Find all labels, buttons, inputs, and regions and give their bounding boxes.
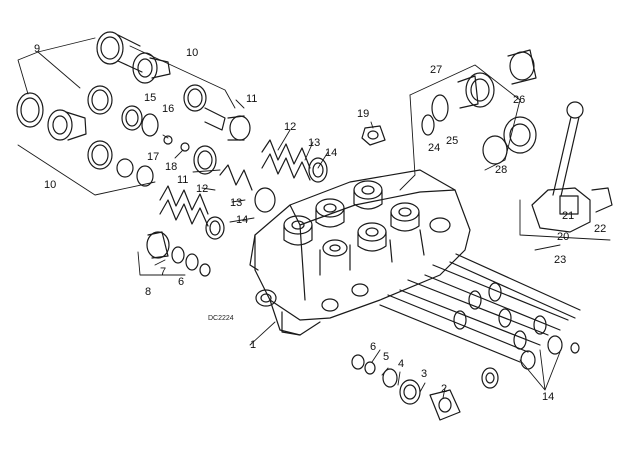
lower-relief-assembly	[16, 92, 217, 187]
callout-22: 22	[594, 223, 606, 235]
callout-6-lower: 6	[370, 341, 376, 353]
callout-20: 20	[557, 231, 569, 243]
callout-9: 9	[34, 43, 40, 55]
callout-labels: 1 2 3 4 5 6 6 7 8 9 10 10 11 11 12 12 13…	[34, 43, 606, 403]
callout-11-lower: 11	[177, 174, 188, 186]
callout-2: 2	[441, 383, 447, 395]
callout-14-upper: 14	[325, 147, 337, 159]
callout-19: 19	[357, 108, 369, 120]
callout-8: 8	[145, 286, 151, 298]
callout-27: 27	[430, 64, 442, 76]
callout-12-lower: 12	[196, 183, 208, 195]
upper-relief-assembly	[87, 31, 251, 141]
leader-lines	[17, 37, 611, 399]
callout-1: 1	[250, 339, 256, 351]
callout-14-middle: 14	[236, 214, 248, 226]
callout-11-upper: 11	[246, 93, 257, 105]
callout-12-upper: 12	[284, 121, 296, 133]
callout-26: 26	[513, 94, 525, 106]
callout-3: 3	[421, 368, 427, 380]
callout-28: 28	[495, 164, 507, 176]
callout-7: 7	[160, 266, 166, 278]
callout-6-upper: 6	[178, 276, 184, 288]
upper-right-assembly	[421, 49, 537, 165]
callout-24: 24	[428, 142, 440, 154]
callout-10-upper: 10	[186, 47, 198, 59]
callout-4: 4	[398, 358, 404, 370]
inlet-fitting	[146, 231, 211, 277]
part-19-nut	[361, 125, 386, 146]
figure-code: DC2224	[208, 315, 234, 322]
callout-10-lower: 10	[44, 179, 56, 191]
callout-25: 25	[446, 135, 458, 147]
callout-14-lower: 14	[542, 391, 554, 403]
callout-18: 18	[165, 161, 177, 173]
callout-5: 5	[383, 351, 389, 363]
callout-16: 16	[162, 103, 174, 115]
spools	[379, 253, 581, 389]
callout-13-lower: 13	[230, 197, 242, 209]
callout-17: 17	[147, 151, 159, 163]
callout-21: 21	[562, 210, 574, 222]
callout-15: 15	[144, 92, 156, 104]
valve-body	[249, 169, 471, 336]
lever-assembly	[531, 101, 613, 233]
relief-springs	[159, 139, 328, 240]
callout-13-upper: 13	[308, 137, 320, 149]
callout-23: 23	[554, 254, 566, 266]
